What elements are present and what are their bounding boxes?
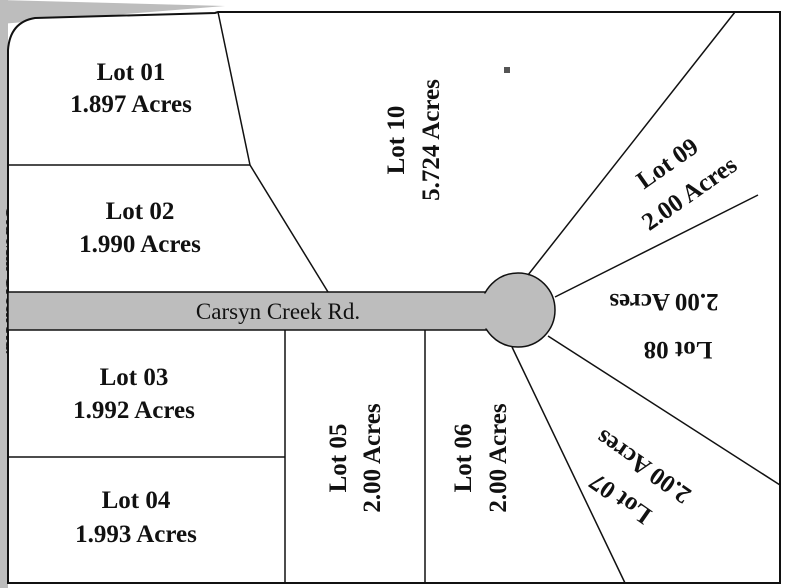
lot-03[interactable]: Lot 03 1.992 Acres <box>73 364 195 424</box>
side-road-strip <box>0 0 8 588</box>
lot-10[interactable]: Lot 10 5.724 Acres <box>383 79 445 201</box>
lot-08[interactable]: Lot 08 2.00 Acres <box>609 288 719 363</box>
lot-02[interactable]: Lot 02 1.990 Acres <box>79 198 201 258</box>
lot-01-name: Lot 01 <box>97 59 166 86</box>
lot-10-area: 5.724 Acres <box>418 79 445 201</box>
lot-08-area: 2.00 Acres <box>609 288 719 315</box>
lot-06-name: Lot 06 <box>450 424 477 493</box>
lot-03-area: 1.992 Acres <box>73 397 195 424</box>
lot-02-name: Lot 02 <box>106 198 175 225</box>
lot-06[interactable]: Lot 06 2.00 Acres <box>450 403 512 513</box>
survey-marker <box>504 67 510 73</box>
lot-05-area: 2.00 Acres <box>359 403 386 513</box>
lot-08-name: Lot 08 <box>644 336 713 363</box>
lot-04-name: Lot 04 <box>102 487 171 514</box>
carsyn-creek-road <box>7 291 509 331</box>
lot-04[interactable]: Lot 04 1.993 Acres <box>75 487 197 548</box>
lot-04-area: 1.993 Acres <box>75 521 197 548</box>
lot-lines <box>8 11 781 584</box>
lot-01-area: 1.897 Acres <box>70 91 192 118</box>
lot-03-name: Lot 03 <box>100 364 169 391</box>
lot-01[interactable]: Lot 01 1.897 Acres <box>70 59 192 118</box>
road-label: Carsyn Creek Rd. <box>196 299 360 324</box>
lot-05-name: Lot 05 <box>325 424 352 493</box>
lot-05[interactable]: Lot 05 2.00 Acres <box>325 403 386 513</box>
lot-10-name: Lot 10 <box>383 106 410 175</box>
lot-02-area: 1.990 Acres <box>79 231 201 258</box>
lot-06-area: 2.00 Acres <box>485 403 512 513</box>
road-joint <box>480 293 520 329</box>
